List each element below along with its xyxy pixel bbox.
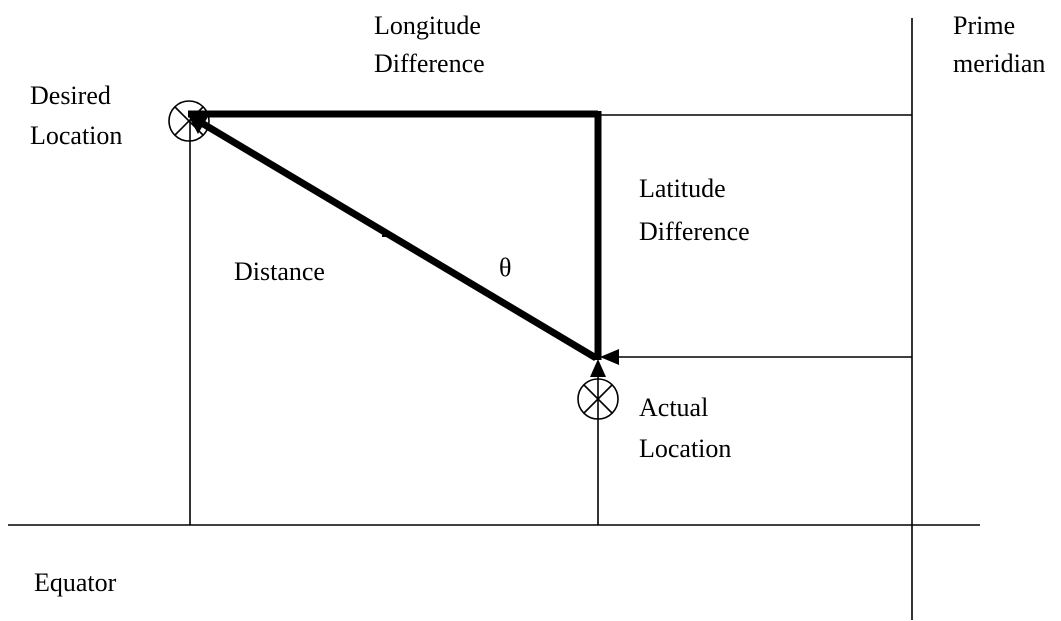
distance-label: Distance [234, 257, 325, 286]
equator-label: Equator [34, 568, 117, 597]
longitude-label-line1: Longitude [374, 11, 481, 40]
desired-location-marker [168, 100, 210, 142]
arrowhead-actual-latitude [600, 349, 619, 365]
distance-line [198, 118, 598, 362]
actual-location-label-line1: Actual [639, 393, 708, 422]
actual-location-marker [577, 378, 619, 420]
arrowhead-distance [188, 115, 209, 134]
prime-meridian-label-line2: meridian [953, 49, 1045, 78]
actual-location-label-line2: Location [639, 434, 731, 463]
theta-label: θ [499, 253, 511, 282]
desired-location-label-line2: Location [30, 121, 122, 150]
latitude-label-line2: Difference [639, 217, 750, 246]
desired-location-label-line1: Desired [30, 81, 111, 110]
longitude-label-line2: Difference [374, 49, 485, 78]
arrowhead-actual-longitude [590, 359, 606, 377]
prime-meridian-label-line1: Prime [953, 11, 1015, 40]
latitude-label-line1: Latitude [639, 174, 726, 203]
